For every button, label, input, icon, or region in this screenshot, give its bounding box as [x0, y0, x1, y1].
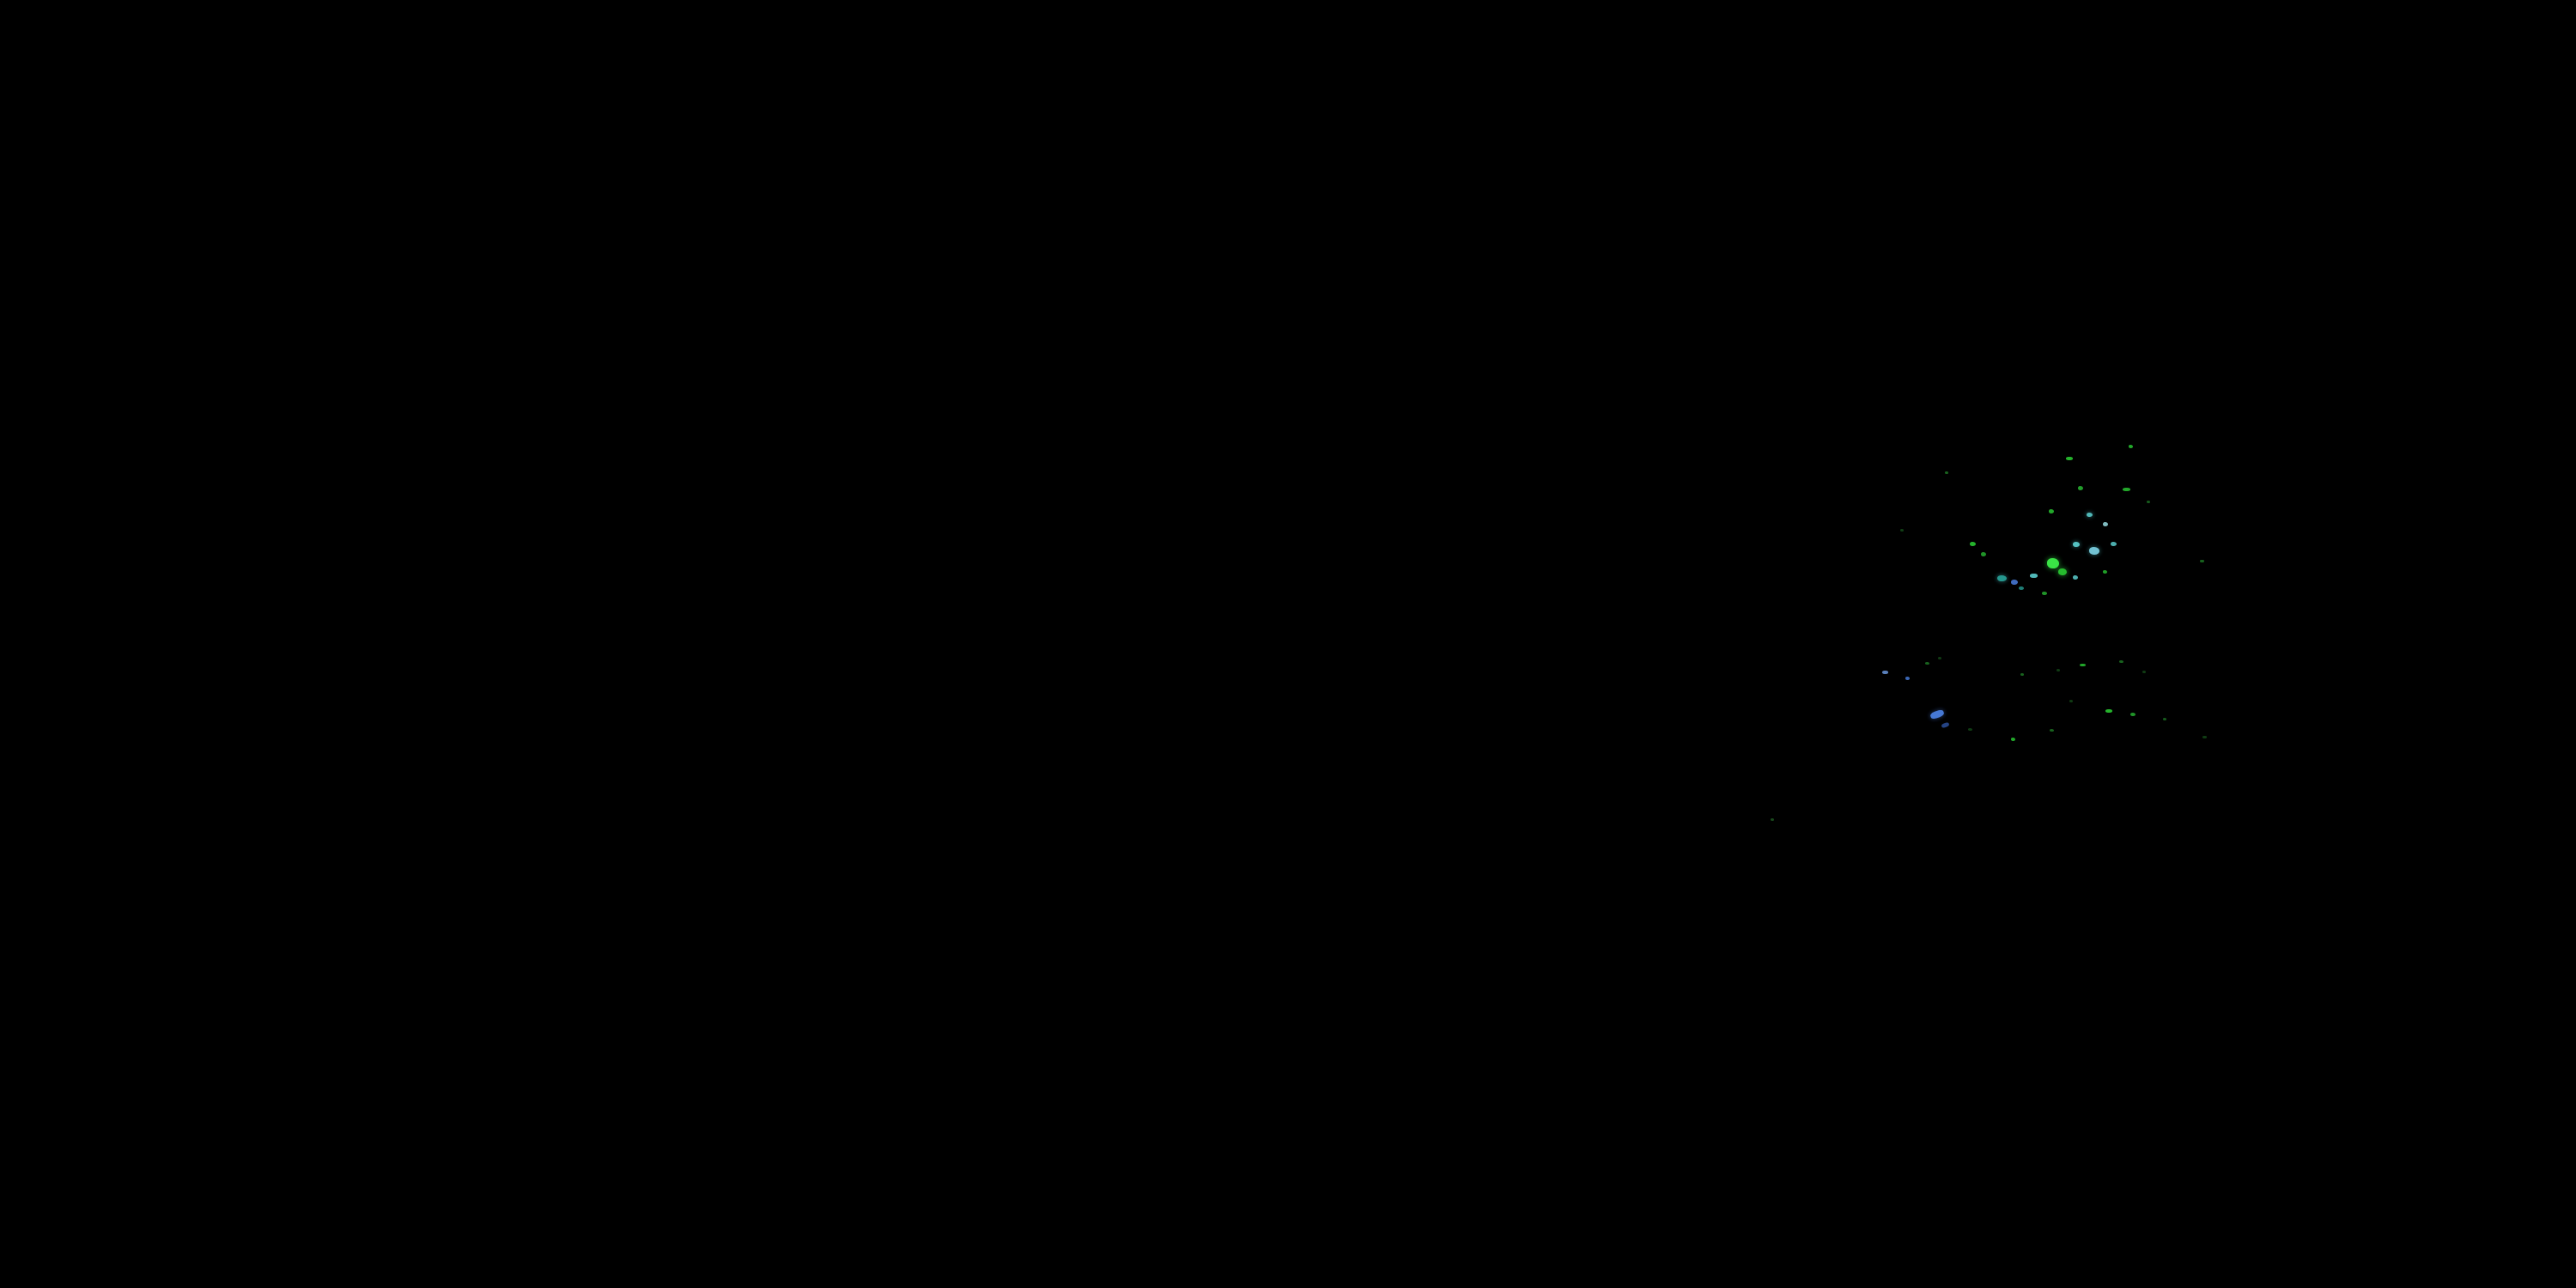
- light-speck: [1970, 542, 1976, 546]
- light-speck: [1968, 728, 1972, 731]
- light-speck: [2089, 547, 2099, 555]
- light-speck: [2011, 738, 2015, 741]
- light-speck: [2049, 509, 2054, 513]
- light-speck: [2020, 673, 2024, 676]
- light-speck: [2073, 575, 2078, 580]
- light-speck: [2066, 457, 2073, 460]
- light-speck: [1771, 818, 1774, 821]
- light-speck: [1929, 708, 1945, 720]
- light-speck: [2019, 586, 2024, 590]
- light-speck: [2129, 445, 2133, 448]
- light-speck: [2011, 580, 2018, 585]
- light-speck: [1925, 662, 1929, 665]
- light-speck: [1945, 471, 1948, 474]
- light-speck: [2142, 671, 2146, 673]
- light-speck: [2123, 488, 2130, 491]
- light-speck: [1941, 721, 1950, 729]
- light-speck: [1981, 552, 1986, 556]
- light-speck: [2111, 542, 2117, 546]
- light-speck: [2119, 660, 2123, 663]
- light-speck: [2200, 560, 2204, 562]
- light-speck: [1997, 575, 2007, 581]
- light-speck: [2050, 729, 2054, 732]
- light-speck: [2030, 574, 2038, 578]
- light-speck: [2057, 669, 2060, 671]
- light-speck: [2058, 568, 2067, 575]
- light-speck: [2103, 570, 2107, 574]
- light-speck: [2073, 542, 2080, 547]
- light-speck: [2147, 501, 2150, 503]
- light-speck: [2080, 664, 2086, 666]
- light-speck: [2105, 709, 2112, 713]
- light-speck: [2047, 558, 2059, 568]
- light-speck: [2202, 736, 2207, 738]
- light-speck: [1938, 657, 1941, 659]
- light-speck: [2103, 522, 2108, 526]
- light-speck: [2069, 700, 2073, 702]
- light-speck: [2042, 592, 2047, 595]
- light-speck: [2163, 718, 2166, 720]
- light-speck: [1882, 671, 1888, 674]
- light-speck: [2087, 513, 2093, 517]
- light-speck: [2130, 713, 2136, 716]
- light-speck: [2078, 486, 2083, 490]
- light-speck: [1900, 529, 1904, 532]
- light-speck: [1905, 677, 1910, 680]
